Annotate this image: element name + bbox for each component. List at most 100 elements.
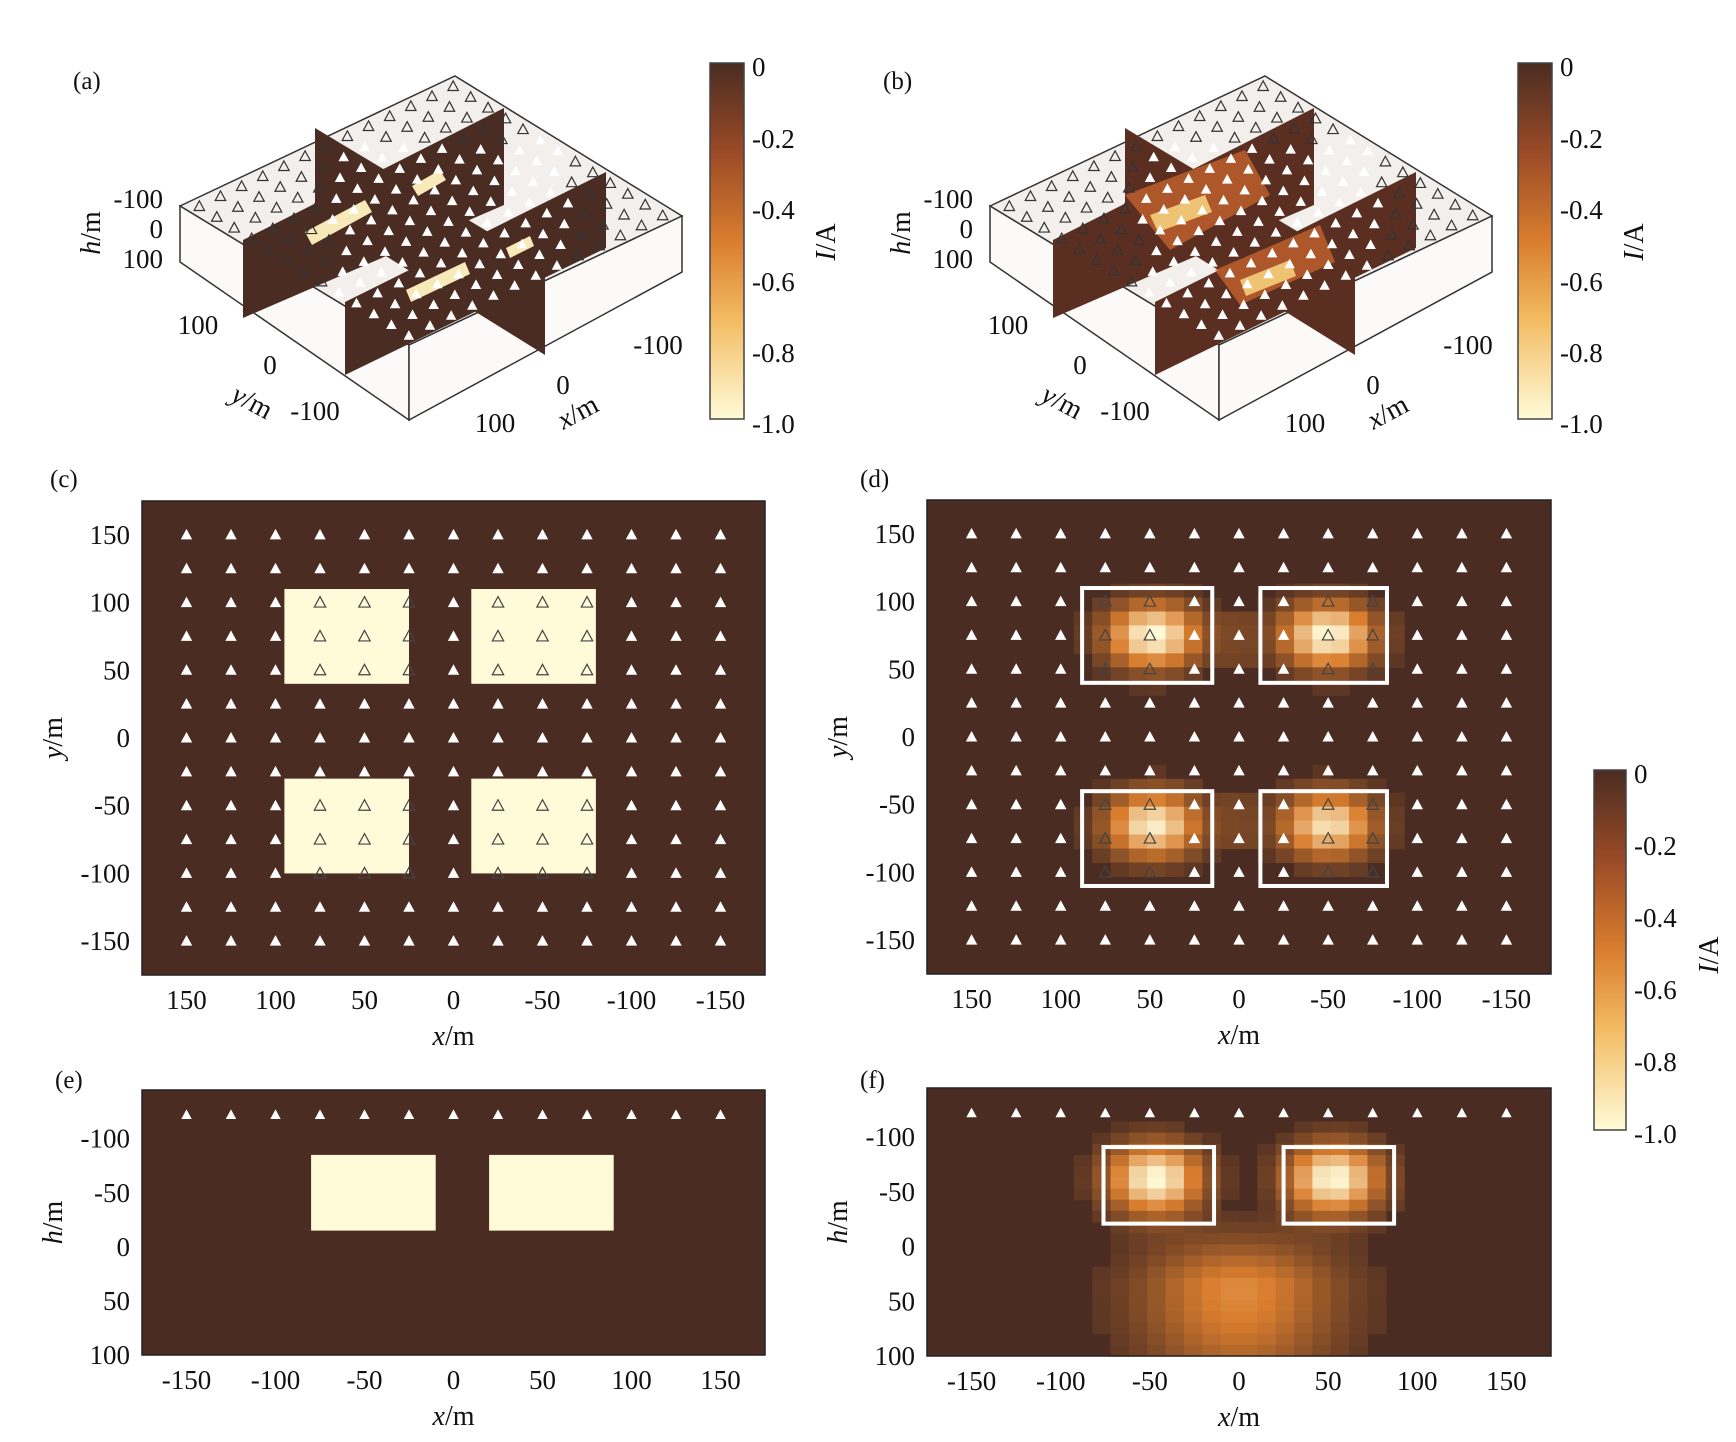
station-marker <box>1500 798 1513 810</box>
station-marker <box>1144 900 1156 911</box>
heatmap-cell <box>1312 834 1332 850</box>
heatmap-cell <box>1128 667 1148 682</box>
station-marker <box>1094 232 1107 245</box>
heatmap-cell <box>1349 1121 1369 1134</box>
station-marker <box>394 163 405 173</box>
station-marker <box>1099 731 1111 742</box>
heatmap-cell <box>1349 848 1369 864</box>
heatmap-cell <box>1294 653 1314 668</box>
station-marker <box>596 218 610 230</box>
station-marker <box>1055 832 1067 844</box>
heatmap-cell <box>1110 1300 1130 1312</box>
station-marker <box>357 663 372 676</box>
heatmap-cell <box>1239 1233 1258 1245</box>
station-marker <box>269 833 282 845</box>
station-marker <box>425 205 437 216</box>
station-marker <box>1165 162 1177 173</box>
station-marker <box>295 170 308 182</box>
station-marker <box>714 664 727 675</box>
heatmap-cell <box>1147 1166 1167 1178</box>
heatmap-cell <box>1330 1266 1350 1279</box>
station-marker <box>1411 561 1423 573</box>
heatmap-cell <box>1220 1210 1240 1223</box>
station-marker <box>436 143 448 153</box>
station-marker <box>404 99 418 112</box>
heatmap-cell <box>1349 862 1369 878</box>
station-marker <box>319 139 333 152</box>
y-axis-label: y/m <box>1034 378 1088 427</box>
heatmap-cell <box>1165 1233 1185 1245</box>
station-marker <box>1500 629 1513 640</box>
station-marker <box>536 698 549 709</box>
heatmap-cell <box>1294 1277 1314 1290</box>
station-marker <box>1456 934 1468 945</box>
station-marker <box>447 528 460 540</box>
heatmap-cell <box>1275 1322 1295 1335</box>
heatmap-cell <box>1367 848 1387 864</box>
station-marker <box>530 270 541 280</box>
x-tick: 50 <box>1315 1366 1342 1396</box>
station-marker <box>314 901 326 912</box>
station-marker <box>180 562 193 574</box>
station-marker <box>1305 132 1319 145</box>
heatmap-cell <box>1147 625 1167 641</box>
station-marker <box>1412 1107 1423 1118</box>
heatmap-cell <box>1183 639 1203 654</box>
anomaly-block <box>284 778 409 874</box>
station-marker <box>670 867 682 878</box>
colorbar-b: 0 -0.2 -0.4 -0.6 -0.8 -1.0 I/A <box>1517 52 1650 439</box>
station-marker <box>1010 900 1022 911</box>
station-marker <box>965 731 978 742</box>
heatmap-cell <box>1183 1244 1203 1257</box>
heatmap-cell <box>1330 1289 1350 1301</box>
z-tick: -100 <box>924 184 974 214</box>
station-marker <box>965 595 978 607</box>
station-marker <box>1172 119 1185 132</box>
station-marker <box>355 162 367 173</box>
station-marker <box>269 562 282 574</box>
station-marker <box>1445 218 1458 231</box>
heatmap-cell <box>1165 1333 1185 1346</box>
station-marker <box>1101 191 1114 203</box>
heatmap-cell <box>1110 1143 1130 1156</box>
heatmap-cell <box>1257 1333 1277 1346</box>
heatmap-cell <box>1349 1344 1369 1357</box>
y-tick: -100 <box>1100 396 1150 426</box>
heatmap-cell <box>1385 792 1405 808</box>
station-marker <box>1233 866 1245 877</box>
heatmap-cell <box>1294 848 1314 864</box>
station-marker <box>1500 595 1513 607</box>
station-marker <box>1055 798 1067 810</box>
station-marker <box>625 562 638 574</box>
station-marker <box>1411 866 1423 877</box>
x-tick: -50 <box>525 985 561 1015</box>
panel-a-right-face <box>408 214 683 422</box>
heatmap-cell <box>1275 1300 1295 1312</box>
heatmap-cell <box>1110 1210 1130 1223</box>
station-marker <box>376 267 387 277</box>
station-marker <box>1188 900 1201 911</box>
station-marker <box>1313 207 1324 217</box>
heatmap-cell <box>1312 1132 1332 1145</box>
heatmap-cell <box>1275 1289 1295 1301</box>
heatmap-cell <box>1294 1289 1314 1301</box>
heatmap-cell <box>1312 681 1332 696</box>
station-marker <box>1285 143 1296 154</box>
heatmap-cell <box>1367 1166 1387 1178</box>
station-marker <box>180 596 193 608</box>
x-tick: -50 <box>347 1365 383 1395</box>
station-marker <box>422 110 435 122</box>
station-marker <box>403 1109 415 1120</box>
heatmap-cell <box>1220 1344 1240 1357</box>
station-marker <box>580 798 594 811</box>
heatmap-cell <box>1128 862 1148 878</box>
station-marker <box>510 165 521 176</box>
heatmap-cell <box>1128 1177 1148 1190</box>
panel-c-label: (c) <box>50 466 78 493</box>
heatmap-cell <box>1147 611 1167 627</box>
station-marker <box>225 596 237 608</box>
heatmap-cell <box>1147 1244 1167 1257</box>
heatmap-cell <box>1385 834 1405 850</box>
station-marker <box>397 257 408 267</box>
